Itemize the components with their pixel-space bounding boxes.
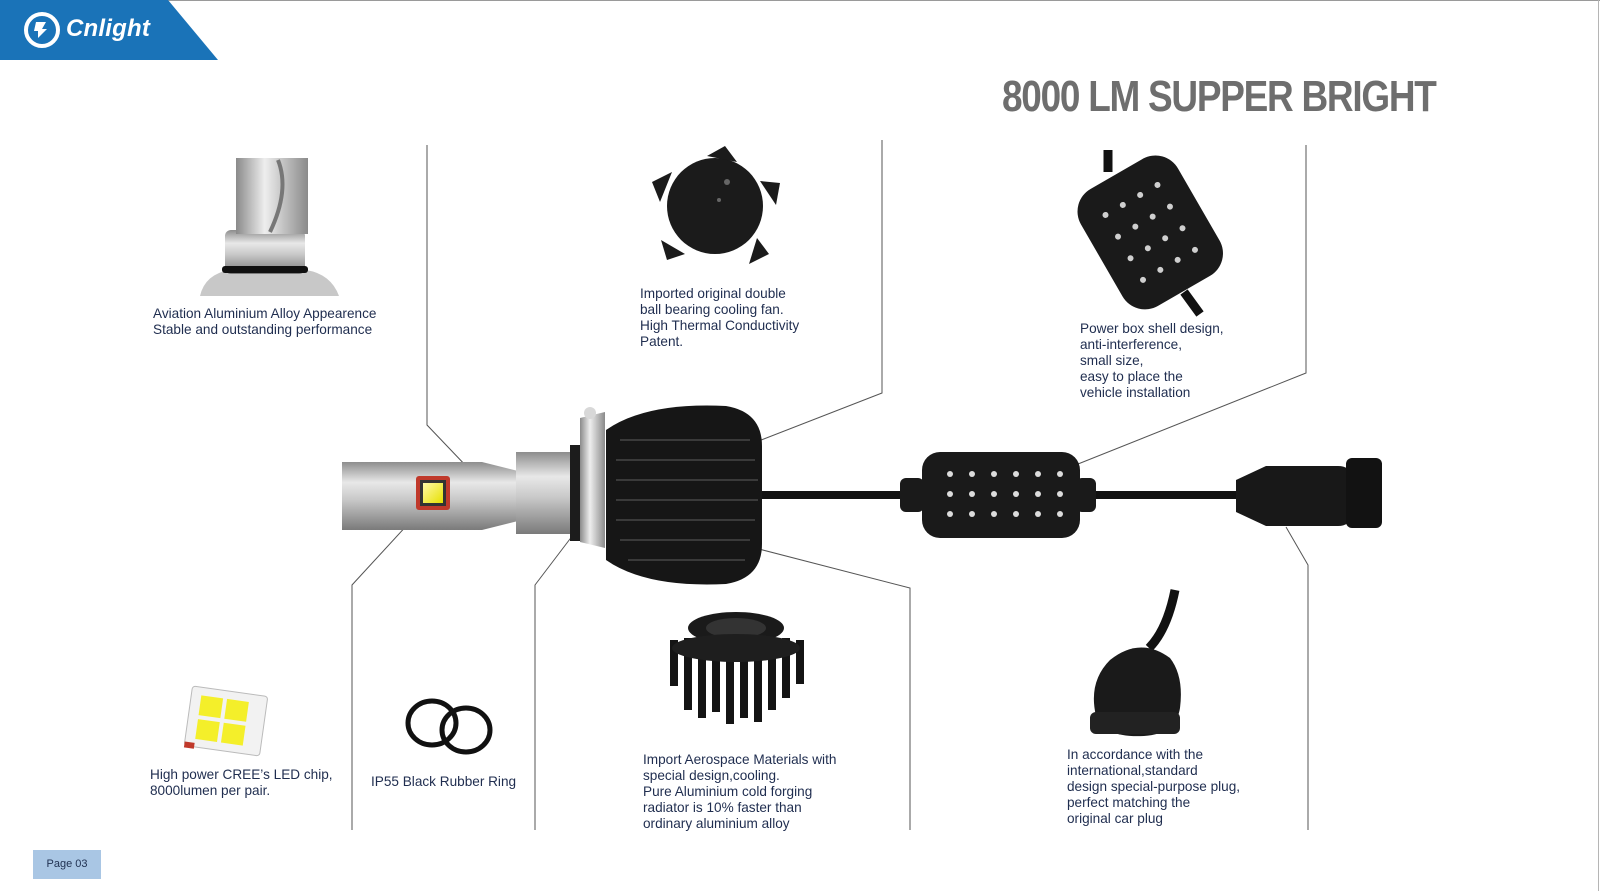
caption-fan: Imported original double ball bearing co…	[640, 286, 799, 350]
caption-line: international,standard	[1067, 763, 1198, 778]
headlight-bulb-image	[342, 405, 1382, 585]
caption-aluminium: Aviation Aluminium Alloy Appearence Stab…	[153, 306, 376, 338]
caption-line: Power box shell design,	[1080, 321, 1224, 336]
caption-line: Pure Aluminium cold forging	[643, 784, 813, 799]
caption-line: radiator is 10% faster than	[643, 800, 802, 815]
right-border	[1598, 0, 1599, 891]
page-number-badge: Page 03	[33, 850, 101, 879]
cooling-fan-image	[652, 146, 780, 264]
caption-line: small size,	[1080, 353, 1144, 368]
caption-line: IP55 Black Rubber Ring	[371, 774, 517, 789]
caption-line: special design,cooling.	[643, 768, 780, 783]
caption-line: Patent.	[640, 334, 684, 349]
aluminium-shaft-image	[200, 158, 339, 296]
caption-line: perfect matching the	[1067, 795, 1191, 810]
top-border	[0, 0, 1600, 1]
caption-line: ordinary aluminium alloy	[643, 816, 790, 831]
plug-image	[1090, 589, 1181, 737]
caption-plug: In accordance with the international,sta…	[1067, 747, 1240, 827]
caption-line: ball bearing cooling fan.	[640, 302, 784, 317]
caption-rubber-ring: IP55 Black Rubber Ring	[371, 774, 516, 790]
logo-banner-shape	[0, 0, 218, 60]
led-chip-image	[183, 685, 268, 757]
caption-led-chip: High power CREE’s LED chip, 8000lumen pe…	[150, 767, 333, 799]
caption-power-box: Power box shell design, anti-interferenc…	[1080, 321, 1224, 401]
rubber-ring-image	[405, 698, 493, 755]
caption-line: Imported original double	[640, 286, 786, 301]
brand-logo: Cnlight	[0, 0, 218, 60]
power-box-image	[1077, 150, 1223, 317]
caption-line: 8000lumen per pair.	[150, 783, 271, 798]
caption-line: Import Aerospace Materials with	[643, 752, 837, 767]
caption-heatsink: Import Aerospace Materials with special …	[643, 752, 836, 832]
heatsink-image	[670, 612, 804, 724]
caption-line: vehicle installation	[1080, 385, 1191, 400]
brand-name: Cnlight	[66, 15, 151, 42]
caption-line: High power CREE’s LED chip,	[150, 767, 333, 782]
caption-line: anti-interference,	[1080, 337, 1183, 352]
caption-line: High Thermal Conductivity	[640, 318, 800, 333]
caption-line: easy to place the	[1080, 369, 1183, 384]
caption-line: In accordance with the	[1067, 747, 1204, 762]
caption-line: Stable and outstanding performance	[153, 322, 373, 337]
caption-line: Aviation Aluminium Alloy Appearence	[153, 306, 377, 321]
caption-line: design special-purpose plug,	[1067, 779, 1241, 794]
headline: 8000 LM SUPPER BRIGHT	[1002, 72, 1437, 121]
caption-line: original car plug	[1067, 811, 1163, 826]
